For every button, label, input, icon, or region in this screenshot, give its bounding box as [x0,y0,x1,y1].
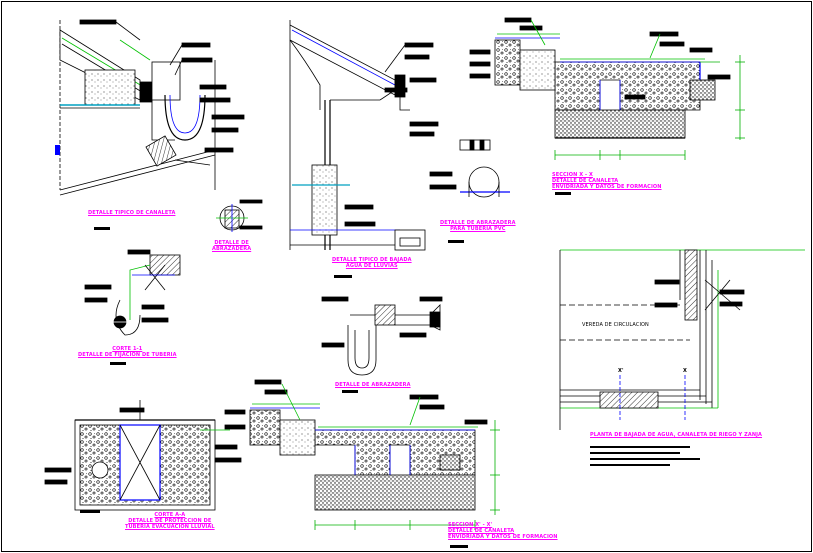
plan-label-text: VEREDA DE CIRCULACION [582,322,649,328]
section-mark-left: X' [618,368,624,374]
section-1-1-title-line1: CORTE 1-1 [112,346,143,352]
section-mark-right: X [683,368,687,374]
section-xx-title-line3: ENVIDRIADA Y DATOS DE FORMACION [552,184,662,190]
section-mark-left-text: X' [618,368,624,374]
downpipe-detail-title-line1: DETALLE TIPICO DE BAJADA [332,257,412,263]
section-xx-drawing [469,17,745,160]
anchor-detail-title-line1: DETALLE DE [214,240,249,246]
clamp-detail-title: DETALLE DE ABRAZADERA PARA TUBERIA PVC [440,220,516,232]
section-aa-title-line3: TUBERIA EVACUACION LLUVIAL [125,524,215,530]
gutter-detail-title: DETALLE TIPICO DE CANALETA [88,210,175,216]
section-mark-right-text: X [683,368,687,374]
clamp-detail-title-line2: PARA TUBERIA PVC [450,226,506,232]
plan-title-text: PLANTA DE BAJADA DE AGUA, CANALETA DE RI… [590,432,763,438]
section-aa-title-line1: CORTE A-A [154,512,186,518]
section-aa-title-line2: DETALLE DE PROTECCION DE [128,518,212,524]
section-xx-title-line1: SECCION X - X [552,172,593,178]
downpipe-detail-title: DETALLE TIPICO DE BAJADA AGUA DE LLUVIAS [332,257,412,269]
section-xx2-title-line3: ENVIDRIADA Y DATOS DE FORMACION [448,534,558,540]
section-1-1-title-line2: DETALLE DE FIJACION DE TUBERIA [78,352,177,358]
clamp-detail-title-line1: DETALLE DE ABRAZADERA [440,220,516,226]
section-xx2-title-line2: DETALLE DE CANALETA [448,528,515,534]
section-xx2-title: SECCION X' - X' DETALLE DE CANALETA ENVI… [448,522,558,540]
bracket-detail-title-text: DETALLE DE ABRAZADERA [335,382,411,388]
bracket-detail-drawing [321,296,443,376]
section-aa-drawing [44,400,242,511]
section-xx2-drawing [224,379,500,530]
anchor-detail-title: DETALLE DE ABRAZADERA [212,240,251,252]
section-xx2-title-line1: SECCION X' - X' [448,522,493,528]
bracket-detail-title: DETALLE DE ABRAZADERA [335,382,411,388]
section-aa-title: CORTE A-A DETALLE DE PROTECCION DE TUBER… [125,512,215,530]
gutter-detail-title-text: DETALLE TIPICO DE CANALETA [88,210,176,216]
plan-title: PLANTA DE BAJADA DE AGUA, CANALETA DE RI… [590,432,762,438]
section-1-1-title: CORTE 1-1 DETALLE DE FIJACION DE TUBERIA [78,346,177,358]
downpipe-detail-title-line2: AGUA DE LLUVIAS [345,263,398,269]
plan-label: VEREDA DE CIRCULACION [582,322,649,328]
anchor-detail-title-line2: ABRAZADERA [212,246,252,252]
gutter-detail-drawing [55,19,245,196]
title-underline-notes [80,192,700,548]
downpipe-detail-drawing [289,20,437,251]
section-xx-title-line2: DETALLE DE CANALETA [552,178,619,184]
plan-drawing [559,249,805,430]
anchor-detail-drawing [216,199,263,232]
clamp-detail-drawing [409,121,510,198]
section-xx-title: SECCION X - X DETALLE DE CANALETA ENVIDR… [552,172,662,190]
section-1-1-drawing [84,249,181,336]
